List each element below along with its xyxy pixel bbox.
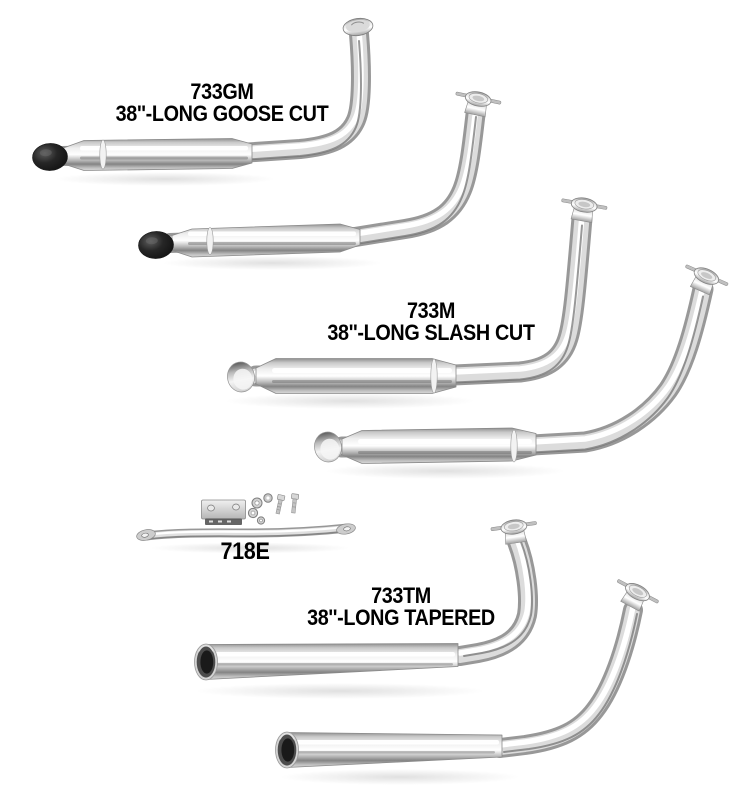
product-label-733m: 733M 38''-LONG SLASH CUT — [305, 298, 557, 345]
part-number-733m: 733M — [406, 298, 456, 323]
pipe-733m-lower — [311, 259, 731, 465]
slash-cut-end — [311, 429, 345, 465]
pipe-733gm-lower — [137, 86, 503, 260]
goose-cut-end — [341, 15, 375, 39]
part-number-733gm: 733GM — [190, 79, 254, 104]
product-photo-733tm — [193, 516, 662, 769]
tapered-open-end — [193, 643, 219, 681]
pipe-733m-upper — [224, 193, 609, 395]
tapered-open-end — [274, 731, 300, 769]
product-photo-718e — [136, 493, 356, 541]
bracket-mount-plate — [201, 499, 246, 525]
slash-cut-end — [224, 359, 258, 395]
part-description-733gm: 38''-LONG GOOSE CUT — [115, 101, 329, 126]
pipe-733tm-upper — [193, 516, 540, 681]
pipe-733tm-lower — [274, 574, 662, 769]
part-description-733m: 38''-LONG SLASH CUT — [327, 320, 535, 345]
photo-shadows — [55, 172, 565, 785]
bracket-hardware — [247, 493, 300, 525]
product-label-733gm: 733GM 38''-LONG GOOSE CUT — [96, 79, 348, 126]
head-flange — [489, 516, 540, 547]
part-number-733tm: 733TM — [371, 583, 431, 608]
product-label-733tm: 733TM 38''-LONG TAPERED — [275, 583, 527, 630]
product-photo-733m — [224, 193, 731, 465]
head-flange — [451, 86, 503, 120]
pipe-733gm-upper-goose — [31, 15, 375, 172]
product-photo-733gm — [31, 15, 503, 260]
bracket-bar — [136, 523, 356, 541]
part-description-733tm: 38''-LONG TAPERED — [307, 605, 495, 630]
part-number-718e: 718E — [220, 538, 270, 565]
product-label-718e: 718E — [191, 538, 299, 565]
head-flange — [558, 193, 609, 226]
